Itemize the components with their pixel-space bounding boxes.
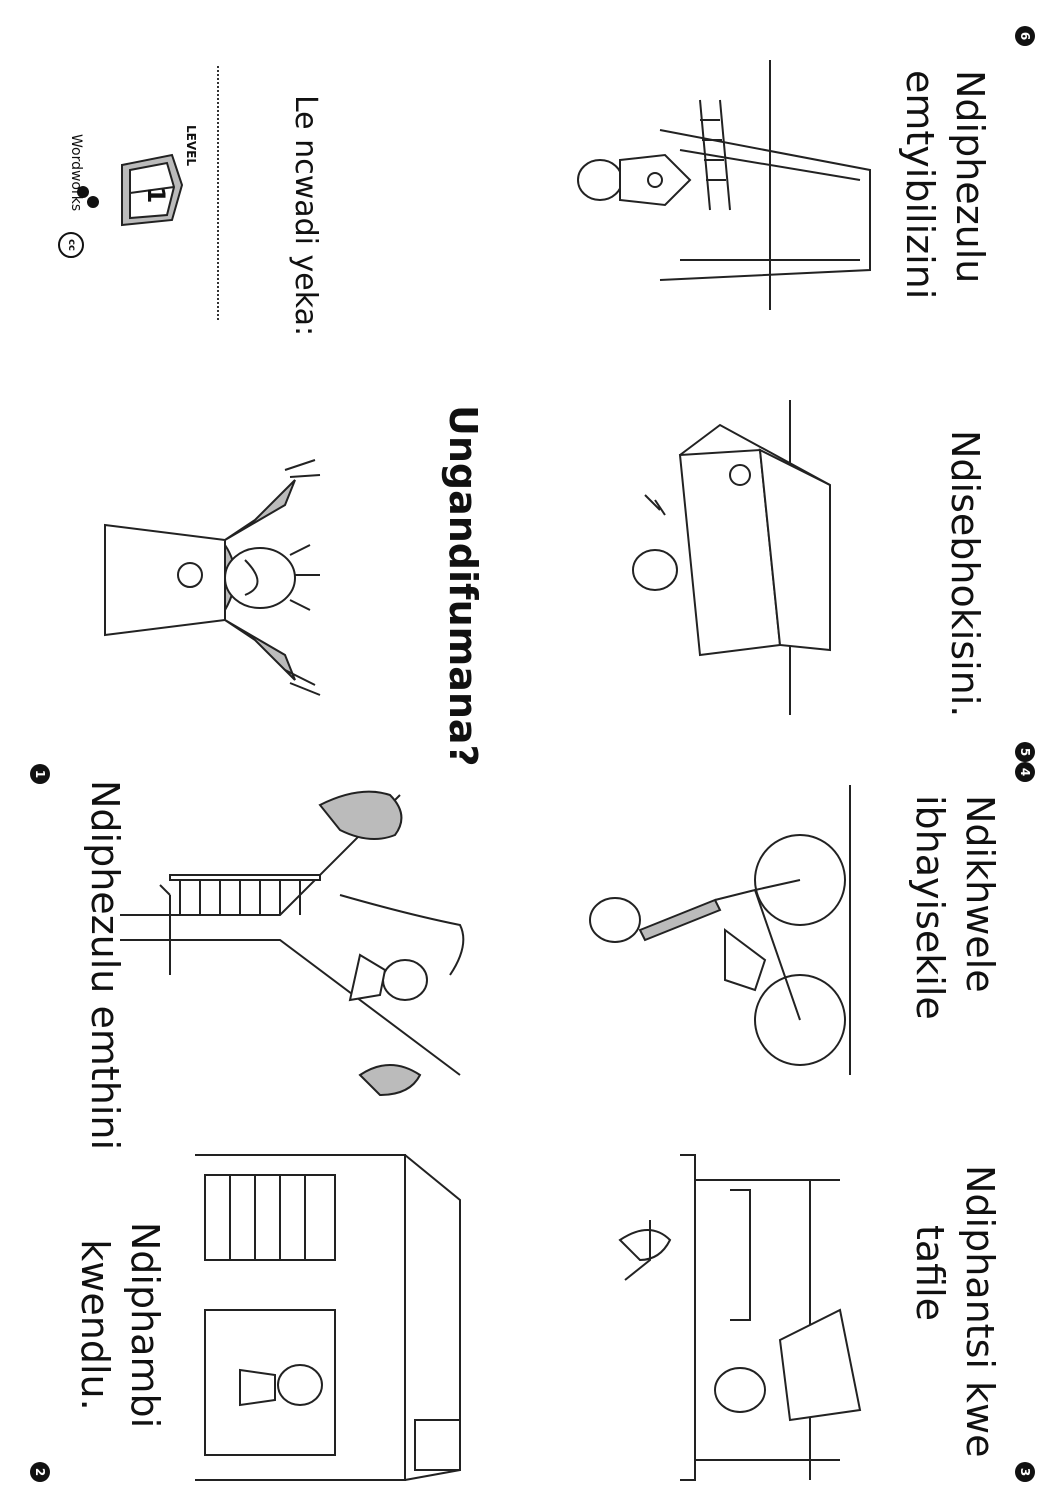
page-4-caption-line1: Ndikhwele	[958, 795, 1002, 993]
page-2-caption: Ndiphambi kwendlu.	[70, 1205, 170, 1445]
page-5-number: 5	[1015, 742, 1035, 762]
level-number: 1	[142, 186, 170, 204]
page-2-number: 2	[30, 1462, 50, 1482]
page-3-caption-line1: Ndiphantsi kwe	[958, 1165, 1002, 1458]
girl-on-slide-illustration	[577, 60, 871, 310]
page-6-caption-line1: Ndiphezulu	[948, 70, 992, 284]
owner-label: Le ncwadi yeka:	[288, 95, 323, 337]
girl-in-box-illustration	[632, 400, 831, 715]
license-badge: cc	[58, 232, 84, 258]
page-1-caption: Ndiphezulu emthini	[83, 780, 127, 1151]
level-book-icon	[121, 153, 184, 227]
publisher-logo-text: Wordworks	[68, 134, 84, 212]
page-4-caption: Ndikhwele ibhayisekile	[905, 795, 1005, 1065]
page-6-number: 6	[1015, 26, 1035, 46]
page-3-number: 3	[1015, 1462, 1035, 1482]
girl-in-tree-illustration	[120, 790, 465, 1097]
book-title: Ungandifumana?	[441, 405, 485, 767]
girl-under-table-illustration	[618, 1154, 862, 1481]
girl-waving-illustration	[104, 459, 321, 696]
girl-on-bicycle-illustration	[589, 785, 851, 1075]
page-1-number: 1	[30, 764, 50, 784]
page-4-number: 4	[1015, 762, 1035, 782]
wordworks-faces-icon	[77, 186, 99, 208]
page-4-caption-line2: ibhayisekile	[908, 795, 952, 1020]
page-6-caption: Ndiphezulu emtyibilizini	[895, 70, 995, 340]
girl-in-house-window-illustration	[195, 1154, 461, 1481]
page-6-caption-line2: emtyibilizini	[898, 70, 942, 300]
owner-dotted-line	[217, 66, 219, 320]
level-label: LEVEL	[184, 125, 198, 166]
page-5-caption: Ndisebhokisini.	[943, 430, 987, 718]
page-2-caption-line2: kwendlu.	[73, 1239, 117, 1411]
page-3-caption: Ndiphantsi kwe tafile	[905, 1165, 1005, 1495]
page-2-caption-line1: Ndiphambi	[123, 1221, 167, 1429]
page-3-caption-line2: tafile	[908, 1225, 952, 1322]
